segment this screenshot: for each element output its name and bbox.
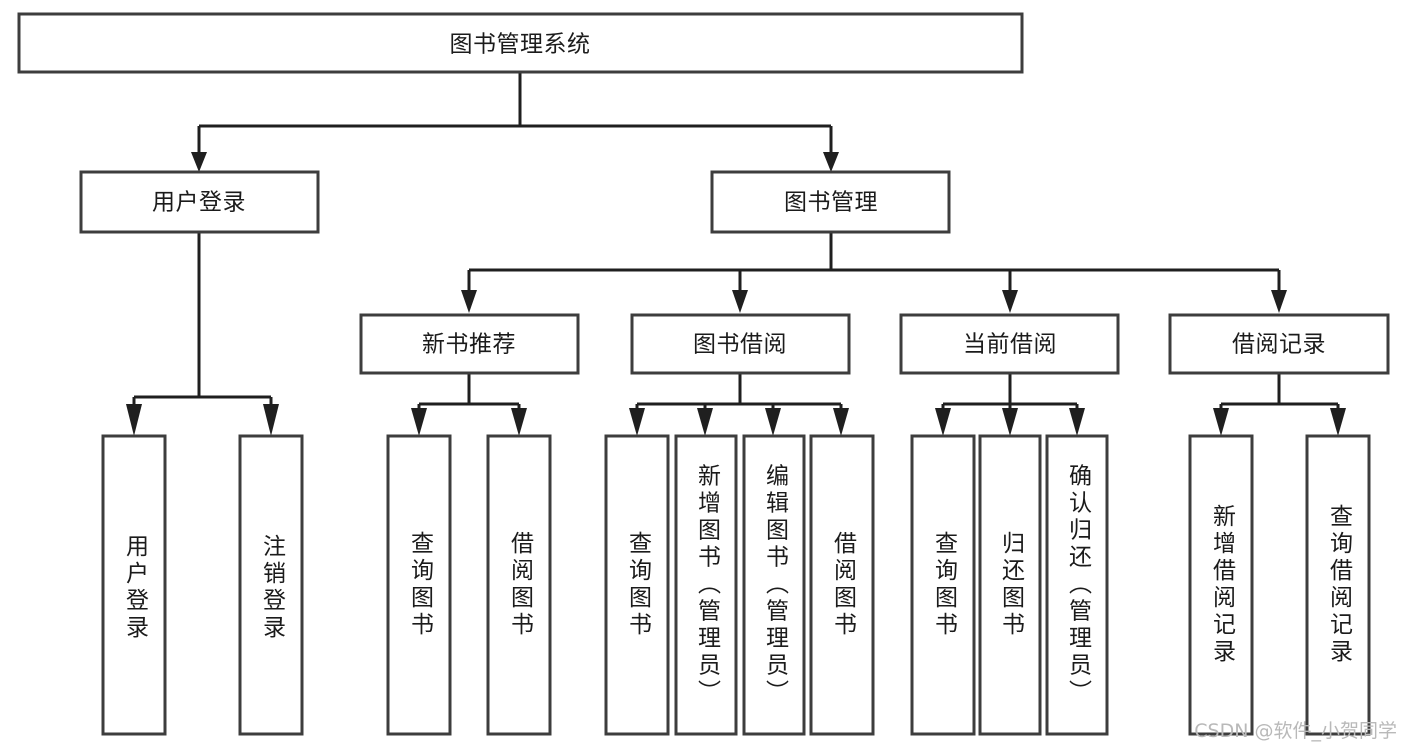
leaf-borrowrecord-add-box [1188, 434, 1254, 736]
leaf-currentborrow-return-box [978, 434, 1042, 736]
leaf-currentborrow-confirm[interactable]: 确认归还（管理员） [1045, 434, 1109, 736]
leaf-borrowrecord-add[interactable]: 新增借阅记录 [1188, 434, 1254, 736]
leaf-currentborrow-return-label: 归还图书 [998, 531, 1026, 639]
leaf-bookborrow-edit-label: 编辑图书（管理员） [762, 464, 790, 707]
leaf-bookborrow-query-label: 查询图书 [625, 531, 653, 639]
leaf-newbook-query-box [386, 434, 452, 736]
arrowhead-leaf-newbook-2 [511, 408, 527, 436]
node-current-borrow-label: 当前借阅 [963, 332, 1057, 358]
arrowhead-current-borrow [1002, 290, 1018, 313]
leaf-bookborrow-query[interactable]: 查询图书 [604, 434, 670, 736]
leaf-bookborrow-borrow-label: 借阅图书 [830, 531, 858, 639]
leaf-user-login-login-box [101, 434, 167, 736]
node-borrow-record-box [1168, 313, 1390, 375]
leaf-currentborrow-query-box [910, 434, 976, 736]
node-borrow-record[interactable]: 借阅记录 [1168, 313, 1390, 375]
leaf-currentborrow-query[interactable]: 查询图书 [910, 434, 976, 736]
leaf-bookborrow-edit[interactable]: 编辑图书（管理员） [742, 434, 806, 736]
leaf-newbook-borrow[interactable]: 借阅图书 [486, 434, 552, 736]
node-user-login-box [79, 170, 320, 234]
arrowhead-leaf-cb-1 [935, 408, 951, 436]
arrowhead-book-borrow [732, 290, 748, 313]
leaf-newbook-borrow-label: 借阅图书 [507, 531, 535, 639]
arrowhead-leaf-bb-2 [697, 408, 713, 436]
node-current-borrow-box [899, 313, 1120, 375]
arrowhead-leaf-bb-3 [765, 408, 781, 436]
leaf-borrowrecord-query-box [1305, 434, 1371, 736]
node-new-book-recommend-label: 新书推荐 [422, 332, 516, 358]
node-book-borrow-box [630, 313, 851, 375]
node-book-management[interactable]: 图书管理 [710, 170, 951, 234]
node-new-book-recommend-box [359, 313, 580, 375]
leaf-currentborrow-confirm-label: 确认归还（管理员） [1065, 464, 1093, 707]
leaf-user-login-logout-box [238, 434, 304, 736]
leaf-currentborrow-confirm-box [1045, 434, 1109, 736]
leaf-currentborrow-return[interactable]: 归还图书 [978, 434, 1042, 736]
arrowhead-new-book [461, 290, 477, 313]
arrowhead-book-mgmt [823, 152, 839, 172]
arrowhead-leaf-br-1 [1213, 408, 1229, 436]
arrowhead-leaf-cb-3 [1069, 408, 1085, 436]
leaf-newbook-borrow-box [486, 434, 552, 736]
arrowhead-leaf-cb-2 [1002, 408, 1018, 436]
arrowhead-leaf-user-login-1 [126, 404, 142, 436]
leaf-bookborrow-add[interactable]: 新增图书（管理员） [674, 434, 738, 736]
leaf-currentborrow-query-label: 查询图书 [931, 531, 959, 639]
arrowhead-leaf-bb-1 [629, 408, 645, 436]
node-book-borrow-label: 图书借阅 [693, 332, 787, 358]
leaf-user-login-logout-label: 注销登录 [259, 534, 287, 642]
node-user-login-label: 用户登录 [152, 190, 246, 216]
connectors [126, 72, 1346, 436]
node-root-system[interactable]: 图书管理系统 [17, 12, 1024, 74]
leaf-user-login-logout[interactable]: 注销登录 [238, 434, 304, 736]
node-root-label: 图书管理系统 [450, 32, 591, 58]
leaf-bookborrow-edit-box [742, 434, 806, 736]
node-book-management-box [710, 170, 951, 234]
arrowhead-leaf-br-2 [1330, 408, 1346, 436]
leaf-bookborrow-add-label: 新增图书（管理员） [694, 464, 722, 707]
arrowhead-leaf-bb-4 [833, 408, 849, 436]
leaf-borrowrecord-query[interactable]: 查询借阅记录 [1305, 434, 1371, 736]
leaf-borrowrecord-query-label: 查询借阅记录 [1326, 504, 1354, 666]
node-book-borrow[interactable]: 图书借阅 [630, 313, 851, 375]
leaf-borrowrecord-add-label: 新增借阅记录 [1209, 504, 1237, 666]
node-root-box [17, 12, 1024, 74]
node-borrow-record-label: 借阅记录 [1232, 332, 1326, 358]
node-new-book-recommend[interactable]: 新书推荐 [359, 313, 580, 375]
node-user-login[interactable]: 用户登录 [79, 170, 320, 234]
arrowhead-leaf-user-login-2 [263, 404, 279, 436]
leaf-newbook-query[interactable]: 查询图书 [386, 434, 452, 736]
node-book-management-label: 图书管理 [784, 190, 878, 216]
leaf-bookborrow-borrow-box [809, 434, 875, 736]
leaf-bookborrow-add-box [674, 434, 738, 736]
leaf-newbook-query-label: 查询图书 [407, 531, 435, 639]
leaf-user-login-login[interactable]: 用户登录 [101, 434, 167, 736]
arrowhead-user-login [191, 152, 207, 172]
arrowhead-leaf-newbook-1 [411, 408, 427, 436]
leaf-user-login-login-label: 用户登录 [122, 534, 150, 642]
node-current-borrow[interactable]: 当前借阅 [899, 313, 1120, 375]
leaf-bookborrow-borrow[interactable]: 借阅图书 [809, 434, 875, 736]
leaf-bookborrow-query-box [604, 434, 670, 736]
arrowhead-borrow-record [1271, 290, 1287, 313]
